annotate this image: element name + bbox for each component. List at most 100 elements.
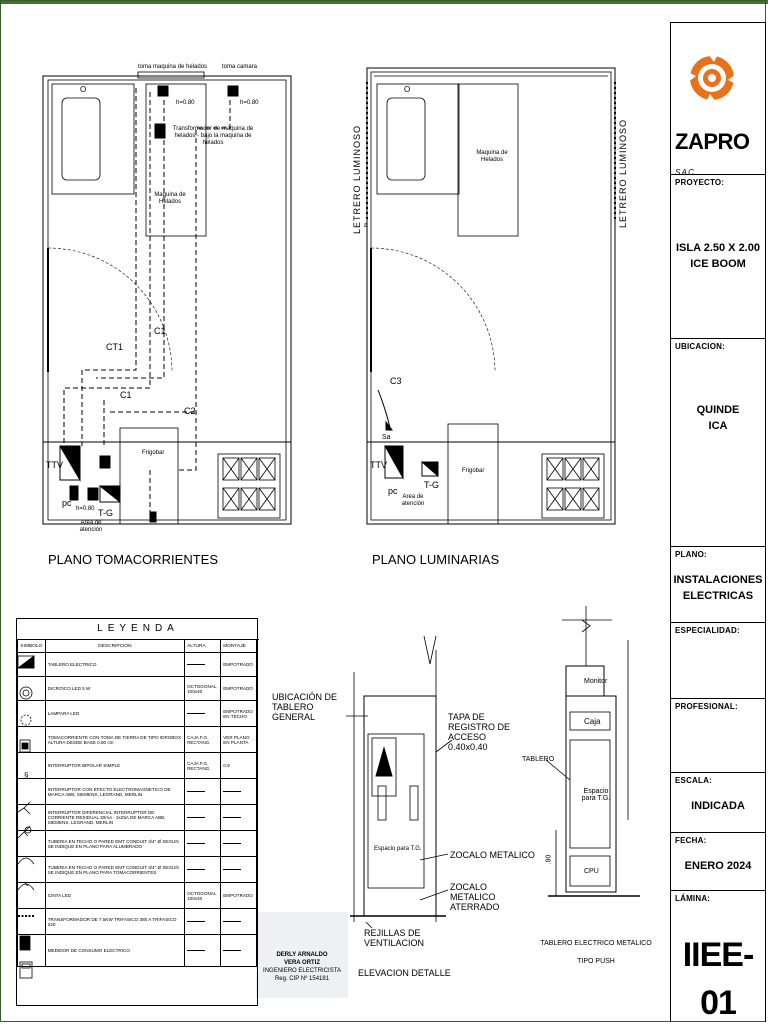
dicroico-icon xyxy=(17,676,46,701)
legend-c3 xyxy=(184,908,222,935)
legend-dash xyxy=(187,843,206,845)
legend-desc: INTERRUPTOR BIPOLAR SIMPLE xyxy=(44,752,186,779)
tb-plano-line1: INSTALACIONES xyxy=(673,574,763,586)
label-zocalo-aterrado: ZOCALO METALICO ATERRADO xyxy=(450,882,500,912)
tb-especialidad-cell: ESPECIALIDAD: xyxy=(671,622,765,698)
title-block: ZAPRO S.A.C. PROYECTO: ISLA 2.50 X 2.00 … xyxy=(670,22,766,1022)
tb-escala-cell: ESCALA: INDICADA xyxy=(671,772,765,832)
tb-especialidad-label: ESPECIALIDAD: xyxy=(675,626,740,635)
signature-role: INGENIERO ELECTRICISTA xyxy=(263,968,341,974)
legend-dash xyxy=(223,950,242,952)
legend-row: MEDIDOR DE CONSUMO ELECTRICO xyxy=(17,934,257,967)
label-c2: C2 xyxy=(184,406,196,416)
tb-plano-line2: ELECTRICAS xyxy=(682,590,754,602)
tb-profesional-label: PROFESIONAL: xyxy=(675,702,738,711)
tb-proyecto-cell: PROYECTO: ISLA 2.50 X 2.00 ICE BOOM xyxy=(671,174,765,338)
legend-row: TUBERIA EN TECHO O PARED EMT CONDUIT 3/4… xyxy=(17,856,257,883)
tb-escala-label: ESCALA: xyxy=(675,776,712,785)
legend-row: INTERRUPTOR CON EFECTO ELECTROMAGNETICO … xyxy=(17,778,257,805)
label-area-atencion-1: Area de atención xyxy=(79,520,103,533)
brand-name: ZAPRO S.A.C. xyxy=(675,129,765,181)
legend-c3: CAJA F.G. RECTANG. xyxy=(184,726,222,753)
tb-proyecto-line2: ICE BOOM xyxy=(690,258,746,270)
tuberia-alumbrado-icon xyxy=(17,830,46,857)
legend-header-row: SIMBOLO DESCRIPCION ALTURA MONTAJE xyxy=(17,639,257,653)
label-ubicacion-tablero: UBICACIÓN DE TABLERO GENERAL xyxy=(272,692,338,722)
tablero-icon xyxy=(17,652,46,677)
legend-header-symbol: SIMBOLO xyxy=(17,639,46,653)
legend-c3 xyxy=(184,856,222,883)
legend-c3 xyxy=(184,804,222,831)
legend-c3 xyxy=(184,830,222,857)
tb-fecha-cell: FECHA: ENERO 2024 xyxy=(671,832,765,890)
legend-header-desc: DESCRIPCION xyxy=(44,639,186,653)
legend-c4: EMPOTRADO xyxy=(220,652,257,677)
legend-header-altura: ALTURA xyxy=(184,639,222,653)
legend-desc: CINTA LED xyxy=(44,882,186,909)
tb-lamina-cell: LÁMINA: IIEE-01 xyxy=(671,890,765,1022)
tb-ubicacion-line1: QUINDE xyxy=(696,404,740,416)
transformador-icon xyxy=(17,908,46,935)
legend-desc: MEDIDOR DE CONSUMO ELECTRICO xyxy=(44,934,186,967)
legend-c4: EMPOTRADO xyxy=(220,676,257,701)
label-toma-camara: toma camara xyxy=(222,64,258,70)
tb-proyecto-label: PROYECTO: xyxy=(675,178,725,187)
legend-c3 xyxy=(184,700,222,727)
tb-lamina-label: LÁMINA: xyxy=(675,894,711,903)
signature-name-1: DERLY ARNALDO xyxy=(276,952,328,958)
label-pc-2: pc xyxy=(388,486,398,496)
legend-c4 xyxy=(220,830,257,857)
tb-profesional-cell: PROFESIONAL: xyxy=(671,698,765,772)
tb-fecha-value: ENERO 2024 xyxy=(684,860,752,872)
legend-dash xyxy=(223,817,242,819)
label-letrero-left: LETRERO LUMINOSO xyxy=(352,124,362,234)
legend-dash xyxy=(187,921,206,923)
tb-ubicacion-line2: ICA xyxy=(708,420,728,432)
label-ttv-2: TTV xyxy=(370,460,387,470)
legend-c4: 0.9 xyxy=(220,752,257,779)
legend-c4 xyxy=(220,778,257,805)
legend-desc: INTERRUPTOR DIFERENCIAL INTERRUPTOR DE C… xyxy=(44,804,186,831)
label-c1-b: C1 xyxy=(120,390,132,400)
legend-dash xyxy=(223,791,242,793)
label-c1-a: C1 xyxy=(154,326,166,336)
label-caja: Caja xyxy=(584,717,601,726)
termomagnetico-icon xyxy=(17,778,46,805)
brand-name-text: ZAPRO xyxy=(675,129,750,154)
legend-c4 xyxy=(220,856,257,883)
legend-dash xyxy=(223,843,242,845)
legend-header-montaje: MONTAJE xyxy=(220,639,257,653)
caption-push-1: TABLERO ELECTRICO METALICO xyxy=(540,940,652,947)
label-maquina-helados: Maquina de Helados xyxy=(154,192,186,205)
legend-desc: LAMPARA LED xyxy=(44,700,186,727)
legend-dash xyxy=(187,791,206,793)
legend-dash xyxy=(187,817,206,819)
label-c3: C3 xyxy=(390,376,402,386)
label-rejillas: REJILLAS DE VENTILACION xyxy=(364,928,425,948)
plan-title-tomacorrientes: PLANO TOMACORRIENTES xyxy=(48,552,218,567)
label-tg-2: T-G xyxy=(424,480,439,490)
legend-c3: CAJA F.G. RECTANG. xyxy=(184,752,222,779)
legend-dash xyxy=(223,921,242,923)
tb-fecha-label: FECHA: xyxy=(675,836,707,845)
label-dim-090: .90 xyxy=(545,854,553,865)
tb-proyecto-line1: ISLA 2.50 X 2.00 xyxy=(676,242,760,254)
legend-desc: TOMACORRIENTE CON TOMA DE TIERRA DE TIPO… xyxy=(44,726,186,753)
label-frigobar-1: Frigobar xyxy=(142,450,165,456)
label-tapa-registro: TAPA DE REGISTRO DE ACCESO 0.40x0.40 xyxy=(448,712,511,752)
label-ct1: CT1 xyxy=(106,342,124,352)
tuberia-toma-icon xyxy=(17,856,46,883)
legend-c3 xyxy=(184,934,222,967)
legend-dash xyxy=(187,869,206,871)
tb-ubicacion-cell: UBICACION: QUINDE ICA xyxy=(671,338,765,546)
tomacorriente-icon xyxy=(17,726,46,753)
legend-dash xyxy=(223,869,242,871)
legend-row: TRANSFORMADOR DE 7.5KW TRIFASICO 380 A T… xyxy=(17,908,257,935)
push-panel-drawing xyxy=(545,606,640,897)
tb-logo-cell: ZAPRO S.A.C. xyxy=(671,22,765,177)
